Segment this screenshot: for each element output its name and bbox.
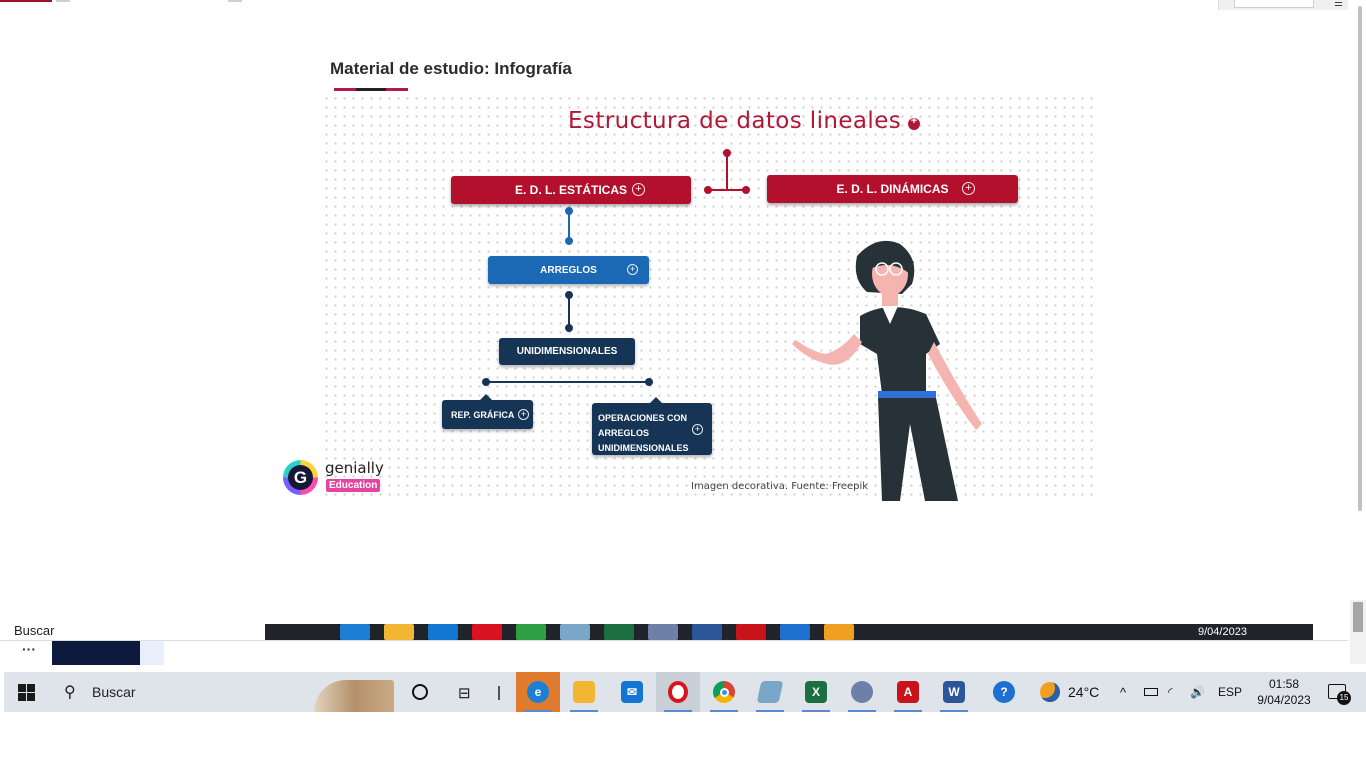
edge-icon: e bbox=[527, 681, 549, 703]
bg-scrollbar bbox=[1350, 600, 1366, 664]
weather-icon bbox=[1040, 682, 1060, 702]
clock-date: 9/04/2023 bbox=[1257, 693, 1311, 707]
genially-g-icon: G bbox=[283, 460, 318, 495]
weather-temp: 24°C bbox=[1068, 684, 1100, 700]
chrome-icon bbox=[713, 681, 735, 703]
underline-accent bbox=[356, 88, 386, 91]
node-rep-grafica[interactable]: REP. GRÁFICA + bbox=[442, 394, 533, 429]
node-label-line: UNIDIMENSIONALES bbox=[598, 443, 689, 453]
node-label: REP. GRÁFICA bbox=[451, 409, 515, 420]
taskbar-search[interactable]: Buscar bbox=[92, 684, 136, 700]
opera-icon bbox=[668, 681, 688, 703]
education-badge: Education bbox=[326, 479, 381, 492]
bg-date: 9/04/2023 bbox=[1198, 626, 1247, 638]
node-label: E. D. L. ESTÁTICAS bbox=[514, 183, 627, 197]
taskbar-app-chrome[interactable] bbox=[702, 672, 746, 712]
clock-time: 01:58 bbox=[1268, 677, 1300, 691]
taskbar-app-word[interactable]: W bbox=[932, 672, 976, 712]
active-tab-indicator[interactable] bbox=[0, 0, 52, 2]
genially-logo[interactable]: G genially Education bbox=[282, 459, 384, 497]
expand-plus-icon[interactable]: + bbox=[692, 424, 703, 435]
node-label: E. D. L. DINÁMICAS bbox=[836, 182, 949, 196]
infographic-title: Estructura de datos lineales bbox=[568, 108, 902, 134]
notes-icon bbox=[756, 681, 784, 703]
node-label: UNIDIMENSIONALES bbox=[516, 346, 618, 357]
woman-illustration bbox=[792, 240, 982, 501]
bg-search-text: Buscar bbox=[14, 623, 55, 638]
bg-search: Buscar bbox=[0, 622, 265, 640]
connector-lines bbox=[482, 149, 982, 501]
infographic: Estructura de datos lineales bbox=[322, 94, 1095, 501]
page-title: Material de estudio: Infografía bbox=[330, 59, 572, 78]
page-scrollbar[interactable] bbox=[1356, 0, 1366, 520]
node-label: ARREGLOS bbox=[540, 264, 597, 276]
image-caption: Imagen decorativa. Fuente: Freepik bbox=[691, 481, 869, 492]
node-label-line: OPERACIONES CON bbox=[598, 413, 688, 423]
expand-plus-icon[interactable]: + bbox=[518, 409, 529, 420]
tray-chevron-icon[interactable]: ^ bbox=[1120, 684, 1127, 700]
weather-widget[interactable]: 24°C bbox=[1040, 672, 1099, 712]
taskbar-app-mail[interactable]: ✉ bbox=[610, 672, 654, 712]
node-operaciones[interactable]: OPERACIONES CON ARREGLOS UNIDIMENSIONALE… bbox=[592, 397, 712, 455]
separator bbox=[498, 686, 500, 700]
node-unidimensionales[interactable]: UNIDIMENSIONALES bbox=[499, 338, 635, 365]
expand-plus-icon[interactable]: + bbox=[632, 183, 645, 196]
top-right-input[interactable] bbox=[1234, 0, 1314, 8]
file-explorer-icon bbox=[573, 681, 595, 703]
bg-lower-strip: ··· bbox=[0, 640, 1348, 665]
task-view-icon[interactable]: ⊟ bbox=[458, 685, 471, 702]
acrobat-icon: A bbox=[897, 681, 919, 703]
volume-icon[interactable]: 🔊 bbox=[1190, 685, 1205, 699]
taskbar-app-opera[interactable] bbox=[656, 672, 700, 712]
node-edl-estaticas[interactable]: E. D. L. ESTÁTICAS + bbox=[451, 176, 691, 204]
node-label-line: ARREGLOS bbox=[598, 428, 650, 438]
settings-sliders-icon[interactable]: ☰ bbox=[1334, 0, 1343, 9]
excel-icon: X bbox=[805, 681, 827, 703]
taskbar-app-paint[interactable] bbox=[840, 672, 884, 712]
cortana-icon[interactable] bbox=[412, 684, 428, 700]
taskbar-clock[interactable]: 01:58 9/04/2023 bbox=[1252, 676, 1316, 708]
expand-plus-icon[interactable]: + bbox=[627, 264, 638, 275]
scrollbar-thumb[interactable] bbox=[1358, 6, 1362, 511]
node-edl-dinamicas[interactable]: E. D. L. DINÁMICAS + bbox=[767, 175, 1018, 203]
taskbar-app-explorer[interactable] bbox=[562, 672, 606, 712]
expand-plus-icon[interactable]: + bbox=[962, 182, 975, 195]
more-icon: ··· bbox=[22, 641, 36, 657]
bg-icons bbox=[340, 624, 1220, 640]
title-underline bbox=[334, 88, 408, 91]
node-arreglos[interactable]: ARREGLOS + bbox=[488, 256, 649, 284]
title-plus-icon[interactable] bbox=[908, 115, 920, 130]
word-icon: W bbox=[943, 681, 965, 703]
genially-name: genially bbox=[325, 459, 384, 477]
tab-fragment[interactable] bbox=[56, 0, 70, 2]
windows-taskbar: ⚲ Buscar ⊟ e ✉ X A W ? 24°C ^ ◜ 🔊 ESP 01… bbox=[4, 672, 1366, 712]
mail-icon: ✉ bbox=[621, 681, 643, 703]
background-taskbar: Buscar 9/04/2023 ··· bbox=[0, 600, 1366, 672]
battery-icon[interactable] bbox=[1144, 672, 1158, 712]
wifi-icon[interactable]: ◜ bbox=[1168, 685, 1173, 699]
windows-start-icon[interactable] bbox=[18, 684, 35, 701]
notification-center-icon[interactable]: 15 bbox=[1328, 684, 1351, 705]
taskbar-app-help[interactable]: ? bbox=[982, 672, 1026, 712]
taskbar-app-notes[interactable] bbox=[748, 672, 792, 712]
taskbar-app-acrobat[interactable]: A bbox=[886, 672, 930, 712]
paint-icon bbox=[851, 681, 873, 703]
bg-dark-block bbox=[52, 641, 140, 665]
search-highlight-image bbox=[314, 680, 394, 712]
taskbar-app-excel[interactable]: X bbox=[794, 672, 838, 712]
help-icon: ? bbox=[993, 681, 1015, 703]
language-indicator[interactable]: ESP bbox=[1218, 685, 1243, 699]
tab-fragment[interactable] bbox=[228, 0, 242, 2]
search-icon[interactable]: ⚲ bbox=[64, 684, 76, 701]
taskbar-app-edge[interactable]: e bbox=[516, 672, 560, 712]
notification-count: 15 bbox=[1337, 691, 1351, 705]
bg-light-block bbox=[140, 641, 164, 665]
